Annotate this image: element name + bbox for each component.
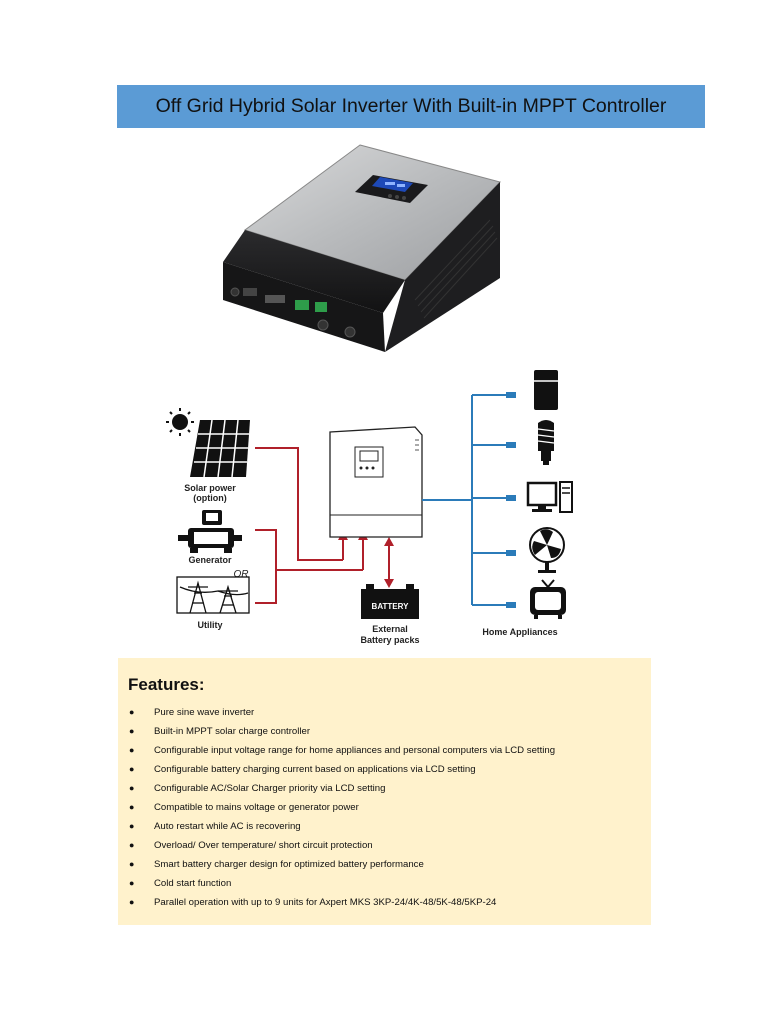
solar-label: Solar power: [184, 483, 236, 493]
inverter-product-image: [223, 144, 501, 352]
generator-label: Generator: [188, 555, 232, 565]
list-item: ●Compatible to mains voltage or generato…: [118, 798, 651, 817]
load-wires: [422, 394, 508, 606]
bullet-icon: ●: [129, 764, 135, 774]
bullet-icon: ●: [129, 707, 135, 717]
list-item: ●Parallel operation with up to 9 units f…: [118, 893, 651, 912]
fridge-icon: [534, 370, 558, 410]
features-heading: Features:: [128, 675, 205, 694]
bullet-icon: ●: [129, 821, 135, 831]
solar-option-label: (option): [193, 493, 226, 503]
battery-text: BATTERY: [372, 602, 410, 611]
generator-icon: [178, 510, 242, 553]
bullet-icon: ●: [129, 897, 135, 907]
page-title: Off Grid Hybrid Solar Inverter With Buil…: [155, 95, 667, 117]
features-box: Features: ●Pure sine wave inverter ●Buil…: [118, 658, 651, 925]
list-item: ●Built-in MPPT solar charge controller: [118, 722, 651, 741]
source-wires: [255, 447, 364, 604]
list-item: ●Configurable AC/Solar Charger priority …: [118, 779, 651, 798]
bullet-icon: ●: [129, 840, 135, 850]
battery-icon: BATTERY: [361, 584, 419, 619]
list-item: ●Pure sine wave inverter: [118, 703, 651, 722]
title-banner: Off Grid Hybrid Solar Inverter With Buil…: [117, 85, 705, 128]
utility-label: Utility: [197, 620, 222, 630]
bullet-icon: ●: [129, 726, 135, 736]
list-item: ●Auto restart while AC is recovering: [118, 817, 651, 836]
utility-pylon-icon: [176, 576, 250, 614]
battery-label: External: [372, 624, 408, 634]
list-item: ●Smart battery charger design for optimi…: [118, 855, 651, 874]
list-item: ●Cold start function: [118, 874, 651, 893]
list-item: ●Configurable battery charging current b…: [118, 760, 651, 779]
list-item: ●Overload/ Over temperature/ short circu…: [118, 836, 651, 855]
bullet-icon: ●: [129, 783, 135, 793]
solar-panel-icon: [190, 419, 250, 478]
bullet-icon: ●: [129, 745, 135, 755]
battery-packs-label: Battery packs: [360, 635, 419, 645]
appliances-label: Home Appliances: [482, 627, 557, 637]
fan-icon: [529, 527, 565, 573]
bullet-icon: ●: [129, 802, 135, 812]
or-label: OR: [234, 569, 249, 580]
features-list: ●Pure sine wave inverter ●Built-in MPPT …: [118, 703, 651, 912]
sun-icon: [166, 408, 194, 436]
computer-icon: [526, 481, 573, 513]
tv-icon: [530, 579, 566, 619]
bullet-icon: ●: [129, 878, 135, 888]
light-bulb-icon: [537, 420, 555, 465]
inverter-unit-icon: [329, 426, 423, 538]
bullet-icon: ●: [129, 859, 135, 869]
system-diagram: Solar power (option) Generator OR Utilit…: [166, 370, 573, 645]
list-item: ●Configurable input voltage range for ho…: [118, 741, 651, 760]
